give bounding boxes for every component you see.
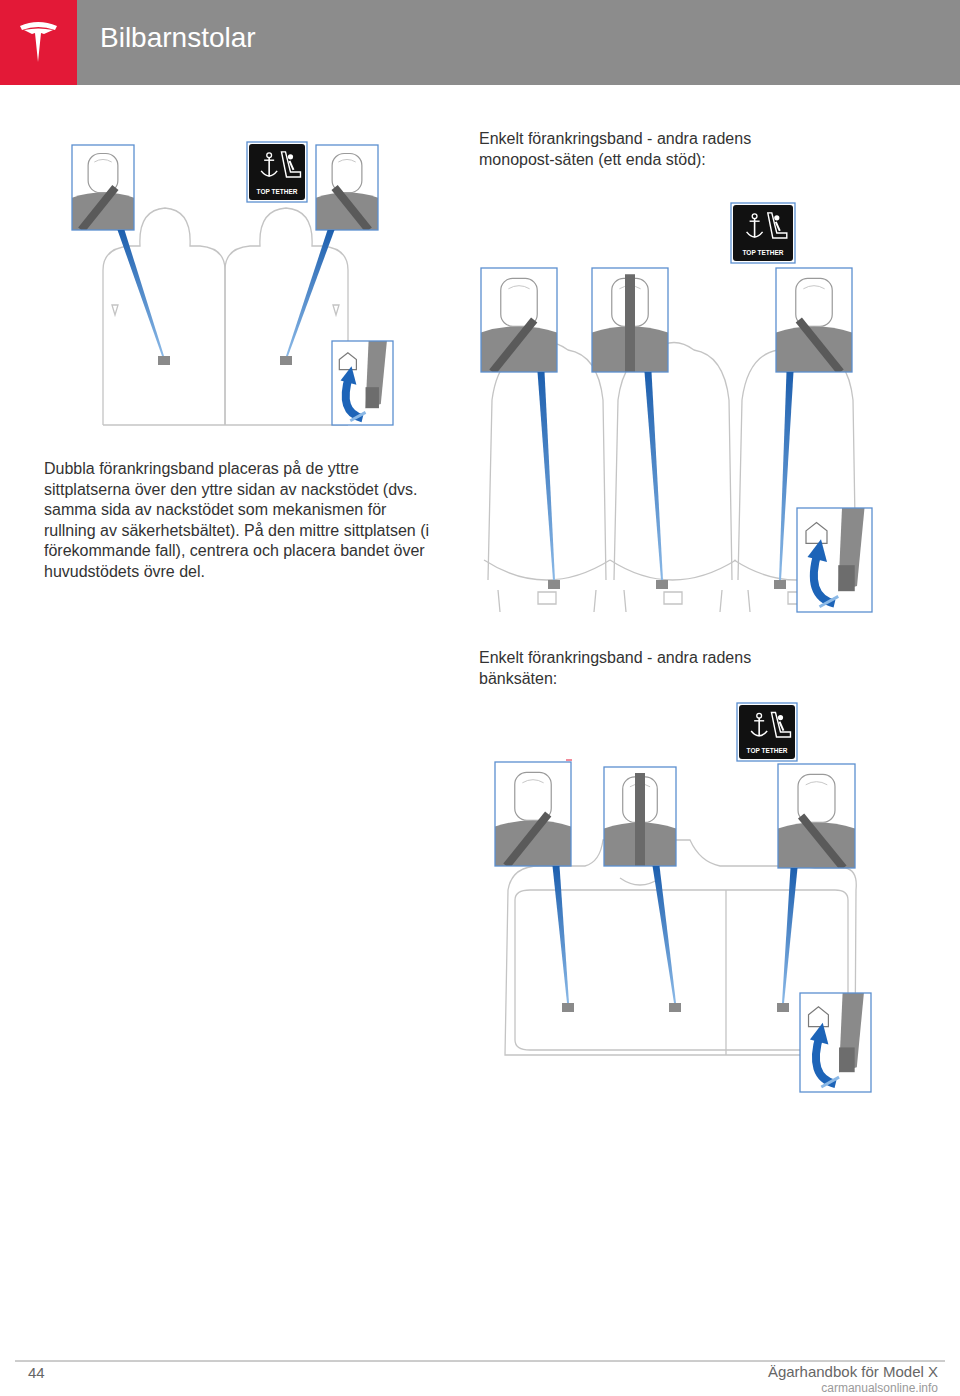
- icon-label: TOP TETHER: [733, 249, 793, 257]
- tether-strand: [779, 372, 794, 580]
- mark: [566, 760, 572, 761]
- footer-title: Ägarhandbok för Model X: [768, 1363, 938, 1381]
- tether-strand: [782, 868, 798, 1003]
- icon-label: TOP TETHER: [739, 747, 795, 755]
- footer-rule: [15, 1361, 945, 1362]
- body-paragraph: Dubbla förankringsband placeras på de yt…: [44, 459, 434, 583]
- headrest-inset: [604, 767, 676, 866]
- header-bar: [77, 0, 960, 85]
- anchor-point: [656, 580, 668, 589]
- belt-retract-icon: [797, 508, 872, 612]
- top-tether-icon: [731, 203, 795, 263]
- brand-block: [0, 0, 77, 85]
- top-tether-box: TOP TETHER: [739, 705, 795, 759]
- page-title: Bilbarnstolar: [100, 20, 256, 56]
- anchor-point: [777, 1003, 789, 1012]
- page-number: 44: [28, 1364, 45, 1382]
- belt-retract-icon: [800, 993, 871, 1092]
- headrest-inset: [316, 145, 378, 230]
- section-heading: Enkelt förankringsband - andra radens bä…: [479, 648, 829, 689]
- tether-strand: [645, 372, 664, 580]
- seat-outline: [103, 208, 348, 425]
- top-tether-box: TOP TETHER: [249, 144, 305, 200]
- section-heading: Enkelt förankringsband - andra radens mo…: [479, 129, 829, 170]
- tether-strand: [653, 866, 677, 1003]
- headrest-inset: [778, 764, 855, 868]
- tether-strand: [286, 230, 335, 356]
- tether-strand: [553, 866, 570, 1003]
- belt-retract-icon: [332, 341, 393, 425]
- headrest-inset: [592, 268, 668, 372]
- anchor-point: [774, 580, 786, 589]
- watermark: carmanualsonline.info: [821, 1381, 938, 1395]
- headrest-inset: [481, 268, 557, 372]
- anchor-point: [669, 1003, 681, 1012]
- seat-illustrations: [0, 0, 960, 1361]
- headrest-inset: [776, 268, 852, 372]
- top-tether-box: TOP TETHER: [733, 205, 793, 261]
- anchor-point: [548, 580, 560, 589]
- headrest-inset: [495, 762, 571, 866]
- anchor-point: [280, 356, 292, 365]
- brand-logo: [20, 22, 57, 62]
- top-tether-icon: [247, 142, 307, 202]
- tether-strand: [118, 230, 165, 356]
- anchor-point: [562, 1003, 574, 1012]
- top-tether-icon: [737, 703, 797, 761]
- icon-label: TOP TETHER: [249, 188, 305, 196]
- anchor-point: [158, 356, 170, 365]
- tether-strand: [538, 372, 556, 580]
- headrest-inset: [72, 145, 134, 230]
